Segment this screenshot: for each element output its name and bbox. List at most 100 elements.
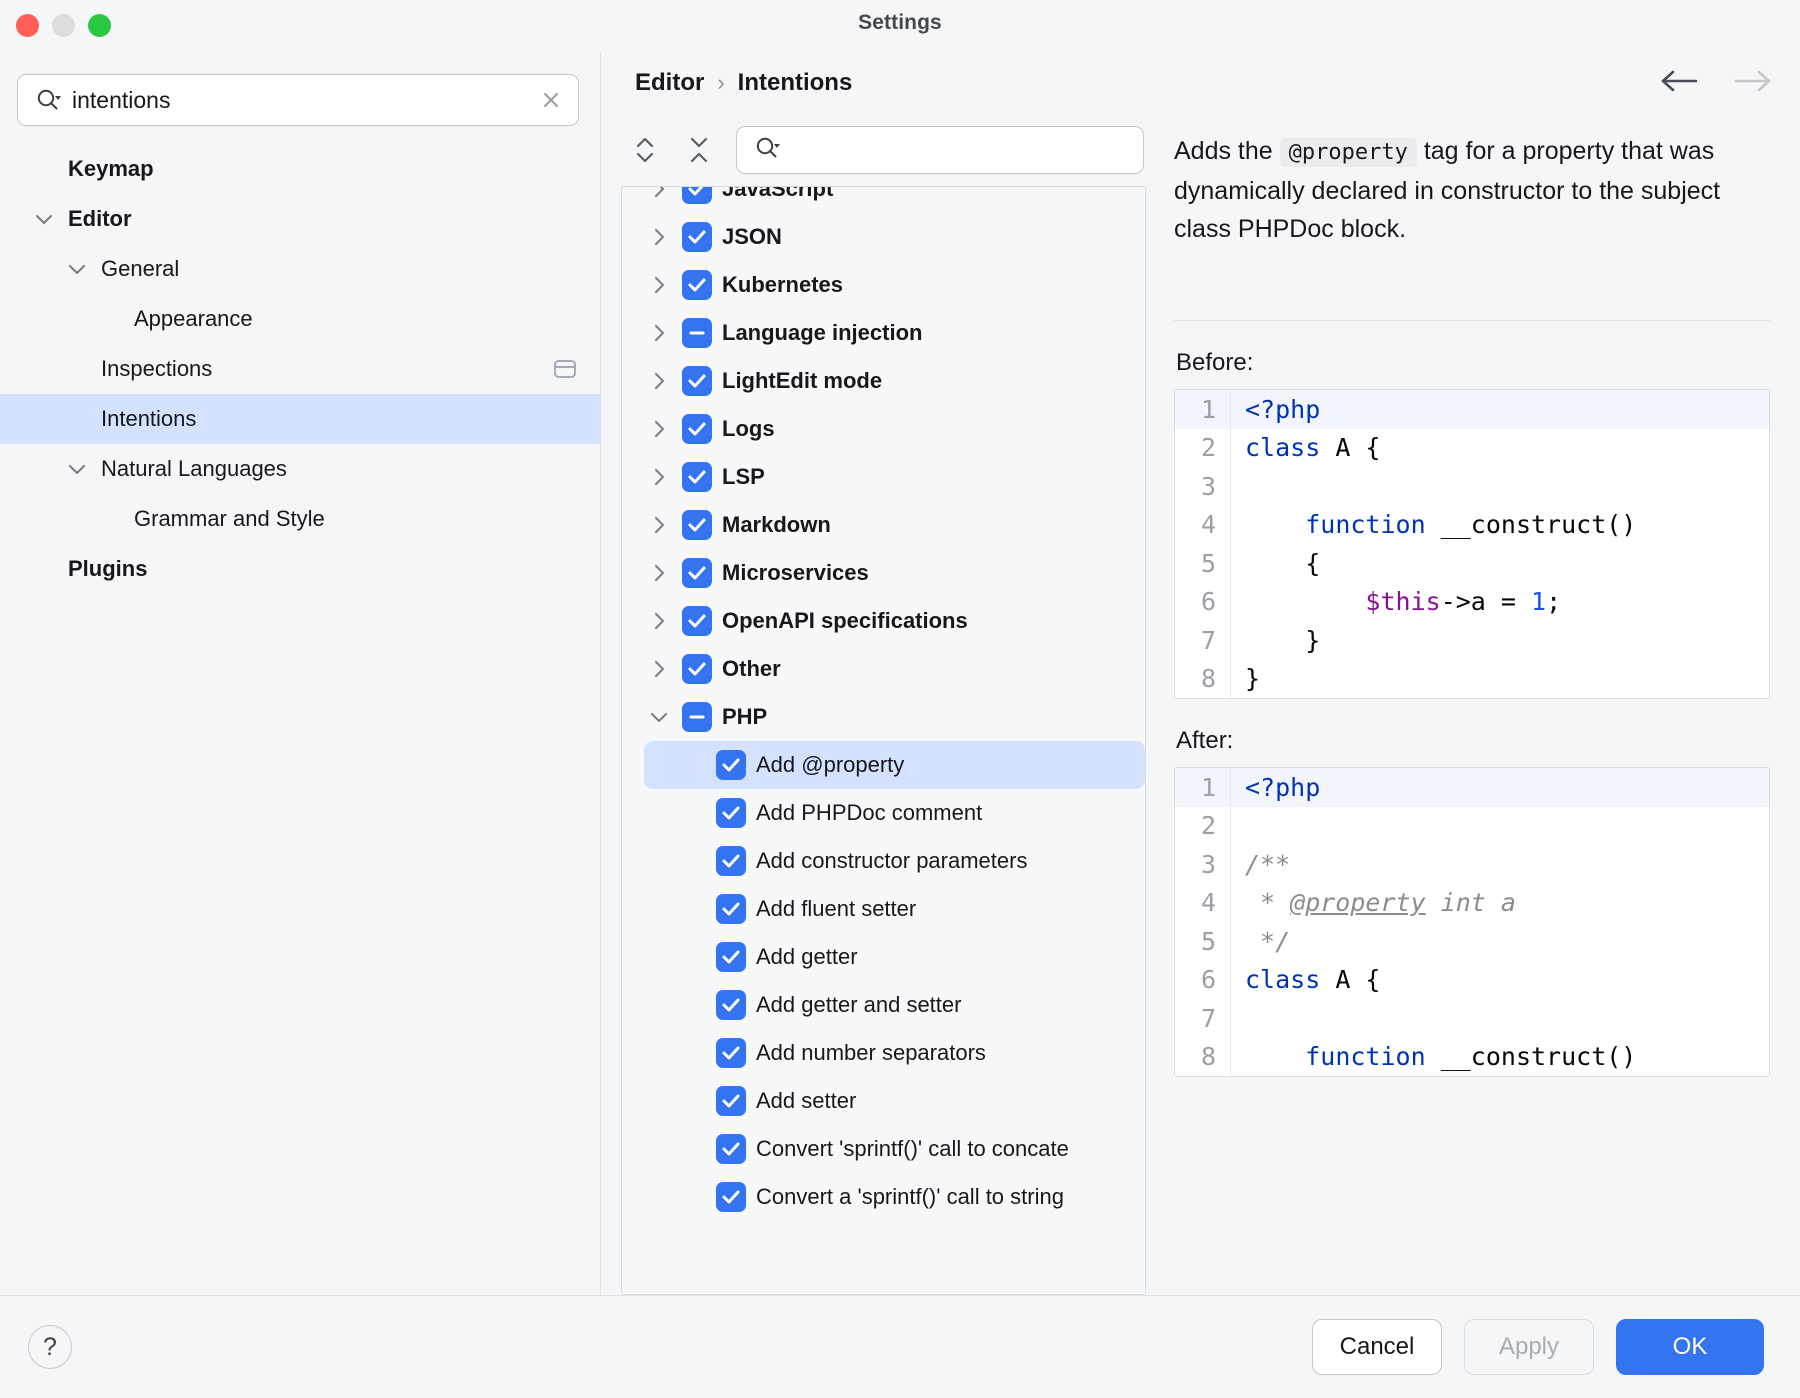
chevron-right-icon[interactable] [648,274,670,296]
intention-description-pane: Adds the @property tag for a property th… [1146,114,1800,1295]
chevron-right-icon[interactable] [648,418,670,440]
intention-checkbox[interactable] [716,846,746,876]
intention-checkbox[interactable] [716,942,746,972]
forward-arrow-icon[interactable] [1730,68,1774,99]
intention-checkbox[interactable] [716,894,746,924]
intention-checkbox[interactable] [682,558,712,588]
intention-group-row[interactable]: JavaScript [622,187,1145,213]
expand-all-icon[interactable] [628,133,662,167]
sidebar-item-grammar-and-style[interactable]: Grammar and Style [0,494,600,544]
code-text: $this->a = 1; [1365,587,1562,617]
back-arrow-icon[interactable] [1658,68,1702,99]
intention-group-row[interactable]: JSON [622,213,1145,261]
intention-checkbox[interactable] [716,1038,746,1068]
chevron-right-icon[interactable] [648,610,670,632]
chevron-right-icon[interactable] [648,514,670,536]
intention-label: Language injection [722,320,923,345]
intention-row[interactable]: Add @property [644,741,1145,789]
intention-group-row[interactable]: Language injection [622,309,1145,357]
intention-group-row[interactable]: Kubernetes [622,261,1145,309]
sidebar-item-plugins[interactable]: Plugins [0,544,600,594]
sidebar-item-natural-languages[interactable]: Natural Languages [0,444,600,494]
sidebar-item-inspections[interactable]: Inspections [0,344,600,394]
intention-checkbox[interactable] [682,222,712,252]
chevron-down-icon[interactable] [66,258,88,280]
chevron-down-icon[interactable] [66,458,88,480]
settings-search-box[interactable]: intentions [17,74,579,126]
dialog-footer: ? Cancel Apply OK [0,1295,1800,1398]
intention-checkbox[interactable] [716,750,746,780]
cancel-button[interactable]: Cancel [1312,1319,1442,1375]
chevron-right-icon[interactable] [648,187,670,200]
intention-checkbox[interactable] [716,990,746,1020]
help-button[interactable]: ? [28,1325,72,1369]
chevron-right-icon[interactable] [648,226,670,248]
intention-group-row[interactable]: PHP [622,693,1145,741]
intention-group-row[interactable]: Microservices [622,549,1145,597]
intention-checkbox[interactable] [682,462,712,492]
ok-button[interactable]: OK [1616,1319,1764,1375]
code-text: class A { [1245,965,1381,995]
intention-group-row[interactable]: Logs [622,405,1145,453]
intention-row[interactable]: Add fluent setter [622,885,1145,933]
intention-row[interactable]: Add constructor parameters [622,837,1145,885]
intention-label: Add fluent setter [756,896,917,921]
intention-group-row[interactable]: LightEdit mode [622,357,1145,405]
intention-checkbox[interactable] [682,414,712,444]
chevron-right-icon[interactable] [648,562,670,584]
line-number: 6 [1175,960,1231,999]
intention-checkbox[interactable] [716,1134,746,1164]
chevron-right-icon[interactable] [648,466,670,488]
intention-checkbox[interactable] [716,1182,746,1212]
intention-checkbox[interactable] [716,1086,746,1116]
chevron-right-icon[interactable] [648,370,670,392]
collapse-all-icon[interactable] [682,133,716,167]
intention-row[interactable]: Convert a 'sprintf()' call to string [622,1173,1145,1221]
maximize-button[interactable] [88,14,111,37]
clear-search-icon[interactable] [538,87,564,113]
sidebar-item-general[interactable]: General [0,244,600,294]
intention-group-row[interactable]: OpenAPI specifications [622,597,1145,645]
search-icon [753,134,781,167]
sidebar-item-keymap[interactable]: Keymap [0,144,600,194]
intention-checkbox[interactable] [716,798,746,828]
intention-row[interactable]: Add setter [622,1077,1145,1125]
chevron-down-icon[interactable] [648,706,670,728]
intention-checkbox[interactable] [682,366,712,396]
breadcrumb-parent[interactable]: Editor [635,69,705,96]
chevron-right-icon[interactable] [648,322,670,344]
intention-checkbox[interactable] [682,187,712,204]
intentions-search-input[interactable] [736,126,1144,174]
intention-row[interactable]: Add getter [622,933,1145,981]
intention-checkbox[interactable] [682,318,712,348]
search-input[interactable]: intentions [72,86,171,113]
sidebar-item-intentions[interactable]: Intentions [0,394,600,444]
code-text: /** [1245,849,1291,879]
code-text: class A { [1245,433,1381,463]
line-number: 2 [1175,428,1231,467]
chevron-down-icon[interactable] [33,208,55,230]
intention-row[interactable]: Add PHPDoc comment [622,789,1145,837]
intention-group-row[interactable]: Markdown [622,501,1145,549]
code-line: 2 [1175,806,1769,845]
chevron-right-icon[interactable] [648,658,670,680]
intention-checkbox[interactable] [682,702,712,732]
code-text: function __construct() [1305,1042,1637,1072]
intention-group-row[interactable]: LSP [622,453,1145,501]
intention-row[interactable]: Convert 'sprintf()' call to concate [622,1125,1145,1173]
intention-checkbox[interactable] [682,654,712,684]
sidebar-item-editor[interactable]: Editor [0,194,600,244]
intention-checkbox[interactable] [682,606,712,636]
intention-checkbox[interactable] [682,510,712,540]
minimize-button[interactable] [52,14,75,37]
intention-row[interactable]: Add number separators [622,1029,1145,1077]
close-button[interactable] [16,14,39,37]
intention-group-row[interactable]: Other [622,645,1145,693]
apply-button[interactable]: Apply [1464,1319,1594,1375]
sidebar-item-appearance[interactable]: Appearance [0,294,600,344]
intention-checkbox[interactable] [682,270,712,300]
intention-row[interactable]: Add getter and setter [622,981,1145,1029]
